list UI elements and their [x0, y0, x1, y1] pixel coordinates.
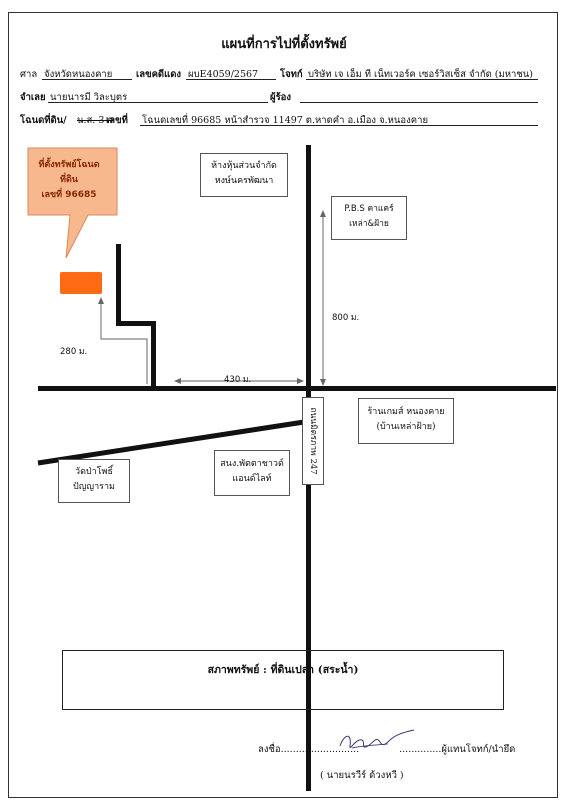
game-shop-line1: ร้านเกมส์ หนองคาย	[367, 407, 445, 417]
deed-struck-text: น.ส. 3 ก	[77, 115, 114, 126]
plaintiff-underline	[306, 79, 538, 80]
distance-430-label: 430 ม.	[224, 375, 252, 385]
branch-line2: แอนด์ไลท์	[232, 474, 272, 484]
page-title: แผนที่การไปที่ตั้งทรัพย์	[221, 37, 347, 52]
sign-dots-left: ..........................	[280, 744, 360, 755]
red-case-underline	[186, 79, 276, 80]
partnership-box: ห้างหุ้นส่วนจำกัด หงษ์นครพัฒนา	[200, 153, 288, 197]
court-label: ศาล	[20, 69, 38, 80]
red-case-value: ผบE4059/2567	[188, 69, 259, 80]
signer-role: ผู้แทนโจทก์/นำยึด	[441, 744, 516, 755]
plaintiff-value: บริษัท เจ เอ็ม ที เน็ทเวอร์ค เซอร์วิสเซ็…	[308, 69, 533, 80]
lower-vertical-road	[306, 391, 311, 791]
pbs-line2: เหล่า&ฝ้าย	[349, 219, 389, 229]
deed-number-label: เลขที่	[106, 115, 128, 126]
temple-line2: ปัญญาราม	[73, 482, 115, 492]
branch-line1: สนง.พัตตาชาวด์	[220, 459, 284, 469]
partnership-line2: หงษ์นครพัฒนา	[214, 176, 274, 186]
distance-800-label: 800 ม.	[332, 313, 360, 323]
deed-label: โฉนดที่ดิน/	[20, 115, 67, 126]
signature-row: ลงชื่อ..................................…	[258, 742, 515, 757]
property-callout: ที่ตั้งทรัพย์โฉนดที่ดิน เลขที่ 96685	[30, 158, 108, 203]
handwritten-signature	[339, 729, 415, 749]
partnership-line1: ห้างหุ้นส่วนจำกัด	[211, 161, 277, 171]
temple-box: วัดป่าโพธิ์ ปัญญาราม	[58, 459, 130, 503]
signer-name: ( นายนรวีร์ ด้วงหวี )	[320, 770, 404, 781]
defendant-underline	[48, 102, 268, 103]
branch-office-box: สนง.พัตตาชาวด์ แอนด์ไลท์	[214, 450, 290, 496]
highway-sign: ถนนมิตรภาพ 247	[302, 397, 324, 485]
court-value: จังหวัดหนองคาย	[44, 69, 113, 80]
main-horizontal-road	[38, 386, 556, 391]
temple-line1: วัดป่าโพธิ์	[75, 467, 113, 477]
court-underline	[42, 79, 132, 80]
pbs-box: P.B.S คาแคร์ เหล่า&ฝ้าย	[331, 196, 407, 240]
red-case-label: เลขคดีแดง	[136, 69, 182, 80]
property-callout-line1: ที่ตั้งทรัพย์โฉนดที่ดิน	[38, 160, 100, 185]
defendant-label: จำเลย	[20, 92, 46, 103]
plaintiff-label: โจทก์	[280, 69, 303, 80]
highway-label: ถนนมิตรภาพ 247	[308, 407, 318, 475]
page-frame	[8, 12, 558, 798]
sign-dots-right: ..............	[399, 744, 442, 755]
game-shop-box: ร้านเกมส์ หนองคาย (บ้านเหล่าฝ้าย)	[358, 398, 454, 444]
defendant-value: นายนารมี วิละบุตร	[50, 92, 128, 103]
property-status-box: สภาพทรัพย์ : ที่ดินเปล่า (สระน้ำ)	[62, 650, 504, 710]
property-status: สภาพทรัพย์ : ที่ดินเปล่า (สระน้ำ)	[63, 661, 503, 678]
property-marker	[60, 272, 102, 294]
soi-vertical-bottom	[151, 321, 156, 389]
upper-vertical-road	[306, 145, 311, 391]
property-callout-line2: เลขที่ 96685	[41, 190, 97, 200]
petitioner-label: ผู้ร้อง	[270, 92, 292, 103]
game-shop-line2: (บ้านเหล่าฝ้าย)	[376, 422, 436, 432]
pbs-line1: P.B.S คาแคร์	[344, 204, 394, 214]
soi-horizontal	[116, 321, 156, 326]
deed-underline	[140, 125, 538, 126]
sign-label: ลงชื่อ	[258, 744, 281, 755]
status-value: ที่ดินเปล่า (สระน้ำ)	[270, 664, 359, 676]
deed-value: โฉนดเลขที่ 96685 หน้าสำรวจ 11497 ต.หาดคำ…	[142, 115, 429, 126]
petitioner-underline	[300, 102, 538, 103]
soi-vertical-top	[116, 244, 121, 325]
status-label: สภาพทรัพย์ :	[207, 664, 267, 676]
distance-280-label: 280 ม.	[60, 347, 88, 357]
